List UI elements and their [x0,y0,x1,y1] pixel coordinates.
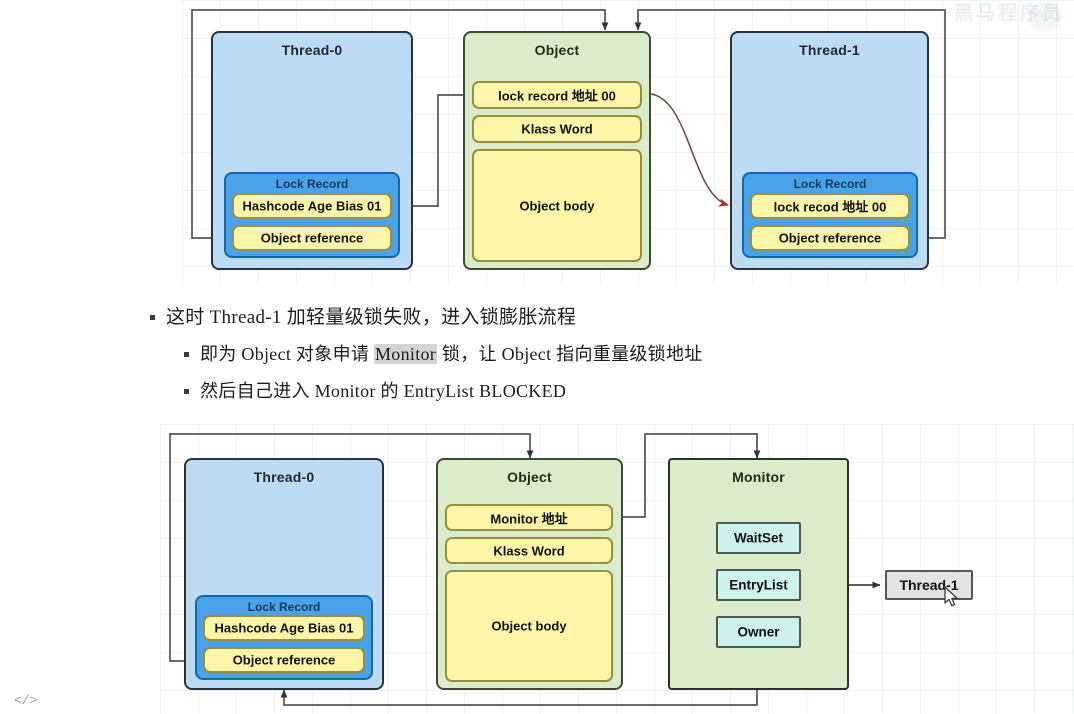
top-thread0-objectref-label: Object reference [260,230,364,246]
watermark-logo-icon [1028,2,1062,32]
top-object-lockrecord-label: lock record 地址 00 [498,88,616,104]
bottom-thread0-lock-record-title: Lock Record [247,600,321,614]
bottom-object-monitoraddr-label: Monitor 地址 [490,511,568,526]
top-object-body-slot: Object body [472,149,642,262]
note-item-1: 这时 Thread-1 加轻量级锁失败，进入锁膨胀流程 [150,302,930,329]
mouse-cursor-icon [944,586,958,607]
bullet-square-icon [184,389,189,394]
top-thread0-title: Thread-0 [281,42,343,58]
top-thread1-objectref-slot: Object reference [750,225,910,251]
bottom-thread0-objectref-slot: Object reference [203,647,365,673]
top-object-lockrecord-slot: lock record 地址 00 [472,81,642,109]
note-item-2-highlight: Monitor [373,344,438,364]
note-item-2: 即为 Object 对象申请 Monitor 锁，让 Object 指向重量级锁… [184,340,930,366]
bottom-monitor-owner-label: Owner [737,624,780,640]
code-icon[interactable]: </> [14,693,38,708]
top-thread1-title: Thread-1 [799,42,860,58]
bottom-monitor-owner-slot: Owner [716,616,801,648]
top-object-body-label: Object body [519,198,595,213]
bottom-monitor-entrylist-slot: EntryList [716,569,801,601]
note-item-2-pre: 即为 Object 对象申请 [200,344,374,364]
bottom-blocked-thread1-label: Thread-1 [899,577,959,593]
bottom-thread0-hashcode-label: Hashcode Age Bias 01 [214,620,354,636]
bottom-object-klassword-slot: Klass Word [445,537,613,564]
bottom-object-body-slot: Object body [445,570,613,682]
bullet-square-icon [184,352,189,357]
bottom-object-monitoraddr-slot: Monitor 地址 [445,504,613,531]
top-object-klassword-label: Klass Word [521,121,593,137]
note-item-3: 然后自己进入 Monitor 的 EntryList BLOCKED [184,377,930,403]
bottom-monitor-waitset-slot: WaitSet [716,522,801,554]
bottom-thread0-hashcode-slot: Hashcode Age Bias 01 [203,615,365,641]
bottom-thread0-title: Thread-0 [253,469,315,485]
top-thread0-lock-record-title: Lock Record [275,177,349,191]
watermark-text: 黑马程序员 [953,3,1064,24]
bottom-object-body-label: Object body [491,618,567,634]
bottom-object-klassword-label: Klass Word [493,543,565,558]
bottom-monitor-entrylist-label: EntryList [729,577,788,593]
top-thread0-objectref-slot: Object reference [232,225,392,251]
bottom-blocked-thread1-box[interactable]: Thread-1 [885,570,973,600]
top-thread0-hashcode-label: Hashcode Age Bias 01 [242,198,382,214]
note-item-1-text: 这时 Thread-1 加轻量级锁失败，进入锁膨胀流程 [166,307,577,328]
top-thread1-lock-record-title: Lock Record [793,177,867,191]
bottom-monitor-waitset-label: WaitSet [733,530,783,546]
notes-block: 这时 Thread-1 加轻量级锁失败，进入锁膨胀流程 即为 Object 对象… [150,302,930,414]
bullet-square-icon [150,315,155,320]
top-thread1-lockrecord-label: lock recod 地址 00 [773,199,887,215]
top-thread1-lockrecord-slot: lock recod 地址 00 [750,193,910,219]
note-item-2-post: 锁，让 Object 指向重量级锁地址 [437,344,703,364]
note-item-3-text: 然后自己进入 Monitor 的 EntryList BLOCKED [200,381,567,401]
bottom-thread0-objectref-label: Object reference [232,652,336,668]
bottom-monitor-title: Monitor [732,469,785,485]
top-object-klassword-slot: Klass Word [472,115,642,143]
top-thread0-hashcode-slot: Hashcode Age Bias 01 [232,193,392,219]
bottom-object-title: Object [507,469,552,485]
top-object-title: Object [534,42,580,58]
top-thread1-objectref-label: Object reference [778,230,882,246]
